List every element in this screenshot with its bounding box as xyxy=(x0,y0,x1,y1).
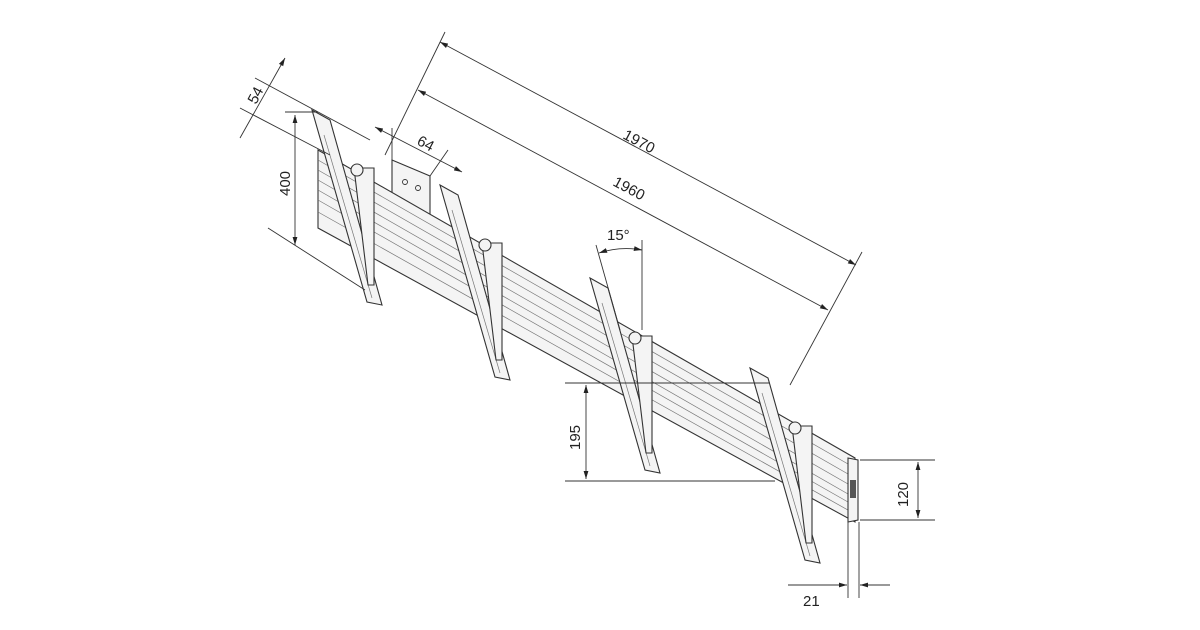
dim-label-54: 54 xyxy=(245,84,268,107)
rail xyxy=(317,149,859,523)
dimension-400: 400 xyxy=(267,111,366,291)
dim-label-195: 195 xyxy=(567,425,584,450)
dim-label-1970: 1970 xyxy=(620,127,657,158)
dim-label-400: 400 xyxy=(277,171,294,196)
dim-label-15: 15° xyxy=(607,227,630,244)
dimension-120: 120 xyxy=(860,459,935,521)
tilt-bracket xyxy=(311,108,383,306)
tilt-bracket xyxy=(749,366,821,564)
dim-label-120: 120 xyxy=(895,482,912,507)
dim-label-21: 21 xyxy=(803,593,820,610)
dimension-64: 64 xyxy=(374,126,463,177)
dimension-21: 21 xyxy=(788,522,890,610)
dim-label-1960: 1960 xyxy=(610,174,647,205)
dimension-195: 195 xyxy=(565,382,775,482)
dimension-15-degree: 15° xyxy=(595,227,643,331)
dimension-54: 54 xyxy=(239,57,371,156)
dim-label-64: 64 xyxy=(414,133,437,156)
